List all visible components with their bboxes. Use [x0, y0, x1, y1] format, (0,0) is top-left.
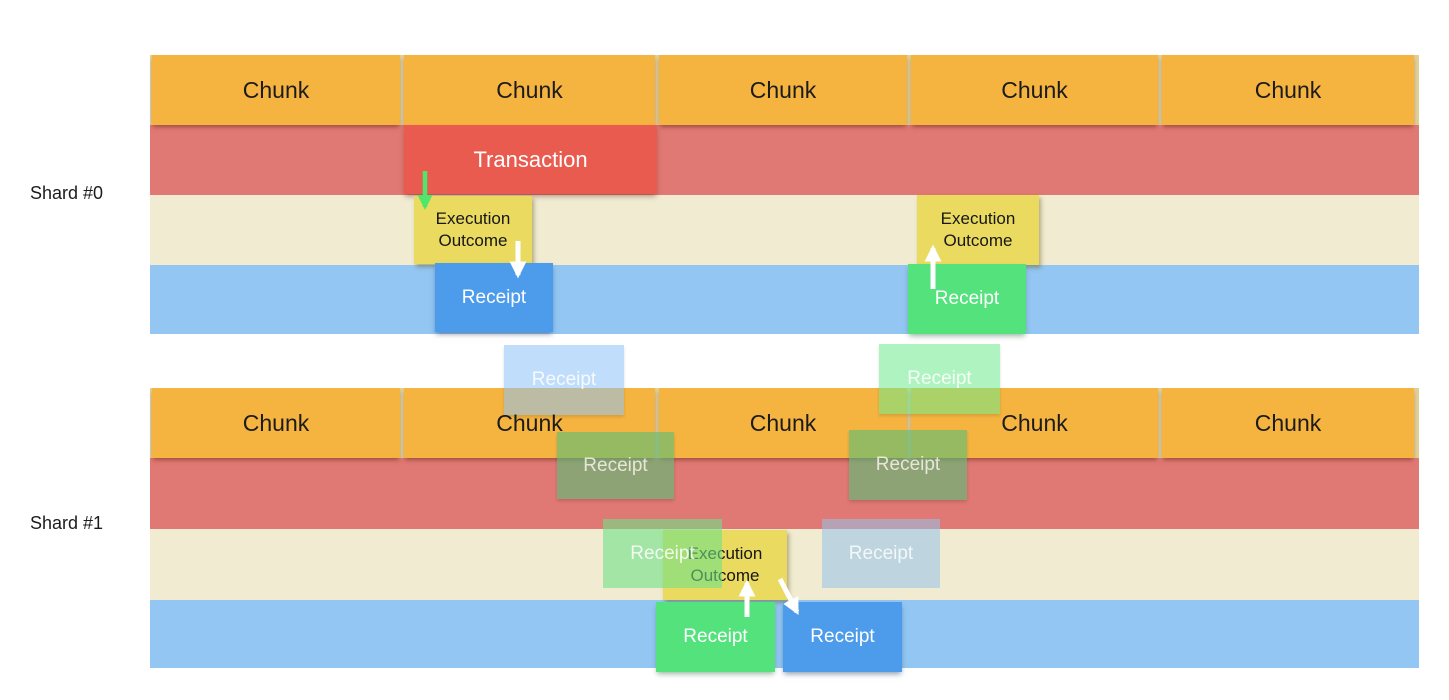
chunk-block: Chunk: [152, 388, 400, 458]
receipt-block-semi-green: Receipt: [557, 432, 674, 499]
receipt-block-blue: Receipt: [783, 602, 902, 672]
chunk-block: Chunk: [1162, 55, 1414, 125]
execution-outcome-block: Execution Outcome: [917, 195, 1039, 265]
chunk-block: Chunk: [659, 55, 907, 125]
execution-outcome-text: Execution Outcome: [940, 209, 1016, 250]
chunk-block: Chunk: [1162, 388, 1414, 458]
receipt-block-green: Receipt: [908, 264, 1026, 334]
chunk-block: Chunk: [911, 55, 1158, 125]
receipt-block-semi-green: Receipt: [849, 430, 967, 500]
receipt-block-green: Receipt: [656, 602, 775, 672]
chunk-block: Chunk: [404, 55, 655, 125]
receipt-block-faded-blue: Receipt: [822, 519, 940, 588]
receipt-block-faded-green: Receipt: [603, 519, 722, 588]
receipt-block-faded-blue: Receipt: [504, 345, 624, 415]
shard0-receipt-band: [150, 265, 1419, 334]
shard0-outcome-band: [150, 195, 1419, 265]
transaction-block: Transaction: [404, 125, 657, 194]
shard0-label: Shard #0: [30, 183, 104, 203]
execution-outcome-text: Execution Outcome: [435, 209, 511, 250]
shard1-label: Shard #1: [30, 513, 104, 533]
execution-outcome-block: Execution Outcome: [414, 196, 532, 264]
receipt-block-faded-green: Receipt: [879, 344, 1000, 414]
chunk-block: Chunk: [152, 55, 400, 125]
shard0-transaction-band: [150, 125, 1419, 195]
receipt-block-blue: Receipt: [435, 263, 553, 332]
shard1-transaction-band: [150, 458, 1419, 529]
